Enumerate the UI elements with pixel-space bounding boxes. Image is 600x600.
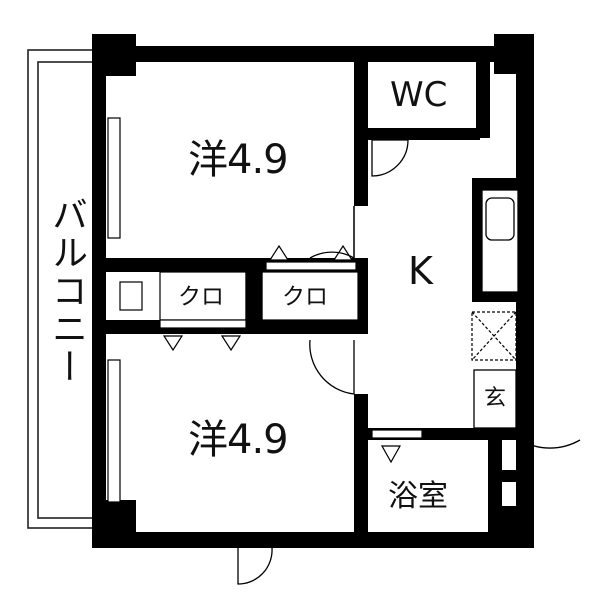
entrance-box [473,369,517,429]
room-label-bathroom: 浴室 [388,479,448,514]
closet-partitions [119,271,359,321]
room-label-kitchen: K [408,249,433,293]
bath-door-marker [371,429,423,464]
room-label-entrance: 玄 [484,386,507,411]
closet-label-right: クロ [282,284,328,310]
exterior-walls [92,34,534,548]
room-label-wc: WC [390,75,448,115]
balcony-label: バルコニー [46,196,87,386]
closet-door-tracks [159,261,357,329]
kitchen-counter [481,189,519,293]
room-label-western-upper: 洋4.9 [188,137,289,183]
washer-space [471,311,517,361]
closet-label-left: クロ [178,284,224,310]
door-swings [237,139,581,585]
left-wall-windows [107,117,121,503]
room-label-western-lower: 洋4.9 [188,417,289,463]
